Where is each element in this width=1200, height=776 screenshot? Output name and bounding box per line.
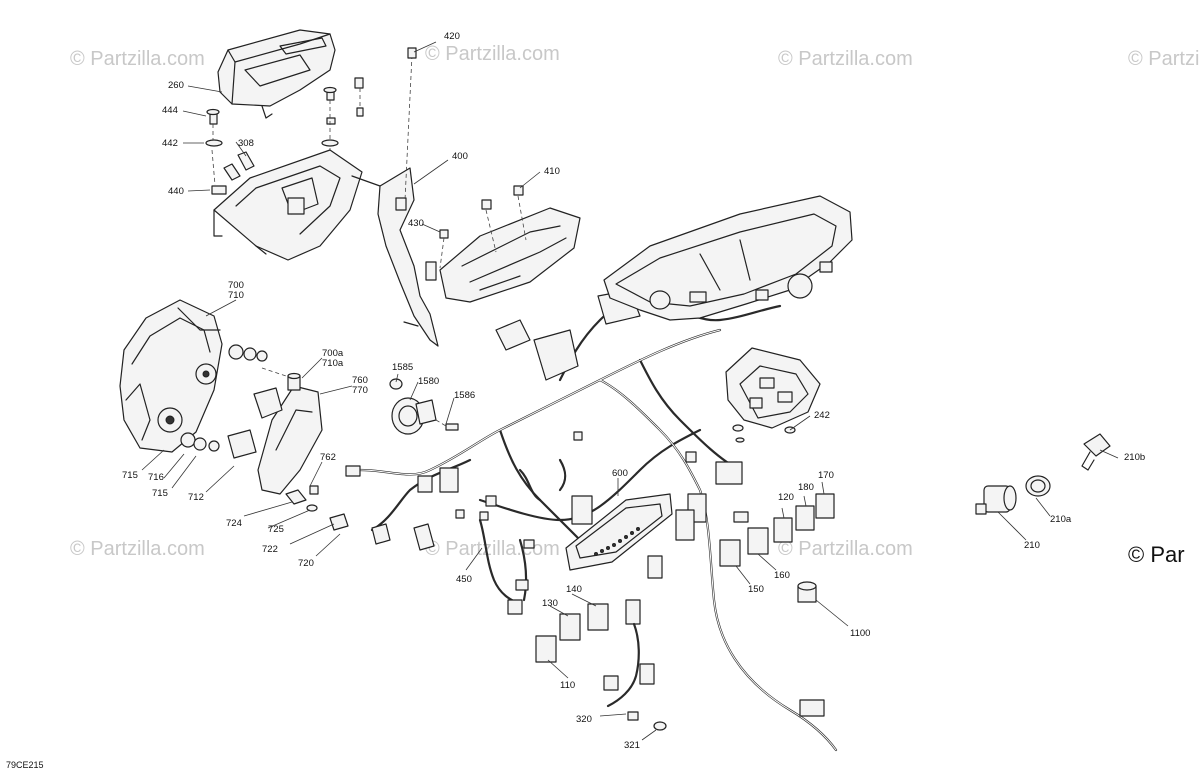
callout-720: 720 xyxy=(298,558,314,569)
callout-442: 442 xyxy=(162,138,178,149)
watermark: © Partzilla.com xyxy=(70,48,205,70)
callout-722: 722 xyxy=(262,544,278,555)
wiring-harness xyxy=(358,297,838,752)
callout-410: 410 xyxy=(544,166,560,177)
callout-210b: 210b xyxy=(1124,452,1145,463)
panel-410 xyxy=(425,185,581,303)
callout-242: 242 xyxy=(814,410,830,421)
callout-1100: 1100 xyxy=(850,628,870,639)
bracket-400 xyxy=(351,47,439,347)
callouts: 420 260 444 442 308 440 400 410 430 700 … xyxy=(122,31,1145,751)
headlight-bracket-760 xyxy=(227,367,349,531)
callout-444: 444 xyxy=(162,105,178,116)
callout-440: 440 xyxy=(168,186,184,197)
watermark: © Partzilla.com xyxy=(425,43,560,65)
key-210b xyxy=(1081,433,1111,471)
headlight-700 xyxy=(119,299,268,453)
cover-260 xyxy=(217,29,336,119)
callout-420: 420 xyxy=(444,31,460,42)
callout-430: 430 xyxy=(408,218,424,229)
callout-150: 150 xyxy=(748,584,764,595)
switches-bottom xyxy=(535,599,641,663)
callout-1585: 1585 xyxy=(392,362,413,373)
callout-762: 762 xyxy=(320,452,336,463)
callout-770: 770 xyxy=(352,385,368,396)
drawing-code: 79CE215 xyxy=(6,760,44,770)
callout-710: 710 xyxy=(228,290,244,301)
callout-120: 120 xyxy=(778,492,794,503)
callout-321: 321 xyxy=(624,740,640,751)
callout-716: 716 xyxy=(148,472,164,483)
callout-715: 715 xyxy=(152,488,168,499)
callout-760: 760 xyxy=(352,375,368,386)
watermark: © Partzilla.com xyxy=(70,538,205,560)
callout-160: 160 xyxy=(774,570,790,581)
watermark: © Partzilla.com xyxy=(778,48,913,70)
callout-1586: 1586 xyxy=(454,390,475,401)
watermark: © Partzilla.com xyxy=(425,538,560,560)
callout-1580: 1580 xyxy=(418,376,439,387)
watermark: © Partzilla.com xyxy=(778,538,913,560)
callout-700a: 700a xyxy=(322,348,344,359)
watermark-strong: © Par xyxy=(1128,542,1185,567)
callout-715: 715 xyxy=(122,470,138,481)
callout-180: 180 xyxy=(798,482,814,493)
dash-frame xyxy=(603,195,853,321)
bracket-tray xyxy=(213,149,363,261)
callout-700: 700 xyxy=(228,280,244,291)
harness-320 xyxy=(603,622,825,731)
leader-lines xyxy=(141,41,1119,741)
callout-130: 130 xyxy=(542,598,558,609)
callout-260: 260 xyxy=(168,80,184,91)
callout-400: 400 xyxy=(452,151,468,162)
callout-450: 450 xyxy=(456,574,472,585)
callout-210a: 210a xyxy=(1050,514,1072,525)
callout-210: 210 xyxy=(1024,540,1040,551)
gauge-lights xyxy=(594,527,640,556)
ignition-210 xyxy=(975,475,1051,515)
callout-724: 724 xyxy=(226,518,242,529)
horn-1580 xyxy=(389,378,459,435)
callout-600: 600 xyxy=(612,468,628,479)
callout-110: 110 xyxy=(560,680,575,691)
callout-320: 320 xyxy=(576,714,592,725)
callout-710a: 710a xyxy=(322,358,344,369)
switches-right xyxy=(719,493,835,603)
watermark: © Partzilla.com xyxy=(1128,48,1200,70)
harness-connectors xyxy=(345,289,749,615)
callout-170: 170 xyxy=(818,470,834,481)
switch-panel-242 xyxy=(725,347,821,443)
callout-725: 725 xyxy=(268,524,284,535)
callout-308: 308 xyxy=(238,138,254,149)
callout-712: 712 xyxy=(188,492,204,503)
gauge-600 xyxy=(565,493,673,571)
callout-140: 140 xyxy=(566,584,582,595)
